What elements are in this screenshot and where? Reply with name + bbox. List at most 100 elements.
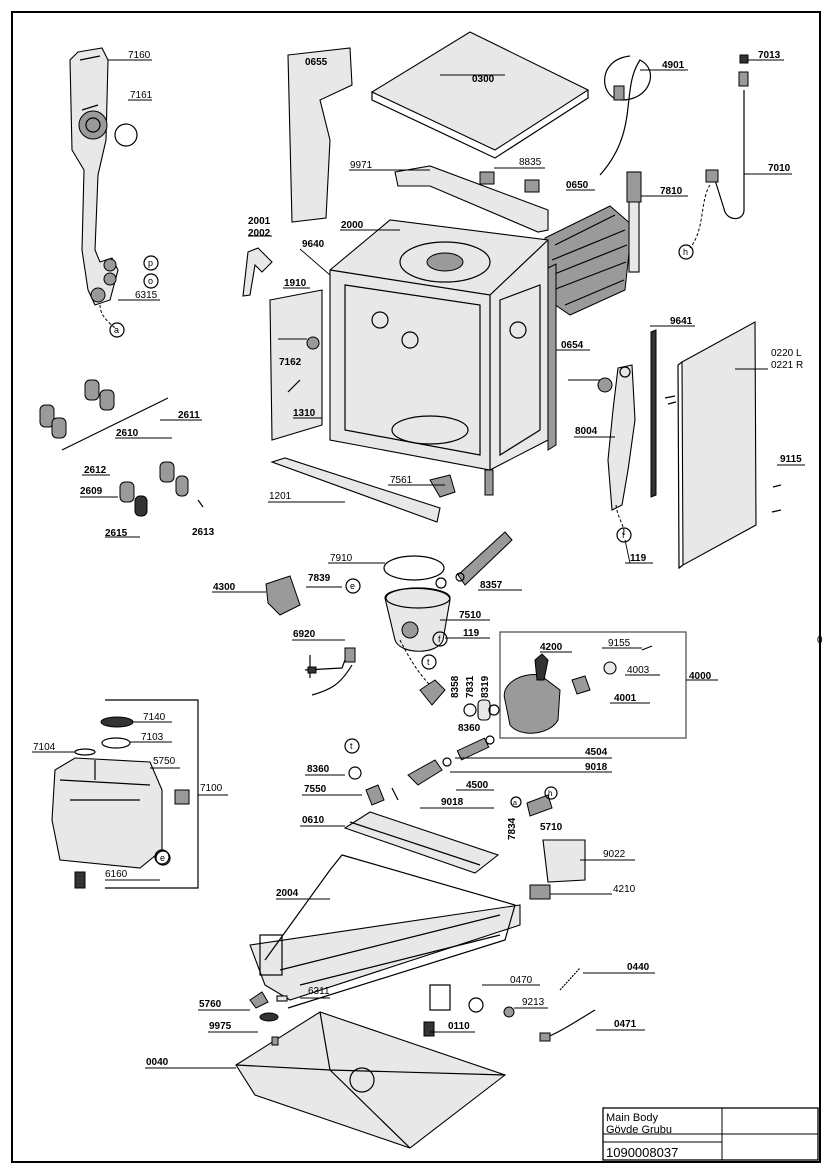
label-0471: 0471 — [614, 1019, 637, 1030]
label-7561: 7561 — [390, 475, 413, 486]
inlet-fittings-illustration — [348, 757, 452, 806]
label-8357: 8357 — [480, 580, 503, 591]
pipe-fittings-illustration — [456, 699, 500, 761]
leader-lines — [32, 59, 805, 1069]
connection-marks: p o a h e f f t t e a h — [99, 244, 694, 866]
mark-h: h — [683, 247, 688, 257]
label-0610: 0610 — [302, 815, 325, 826]
small-parts-illustration — [249, 991, 288, 1022]
label-2609: 2609 — [80, 486, 103, 497]
label-4300: 4300 — [213, 582, 236, 593]
label-7100: 7100 — [200, 783, 223, 794]
label-7810: 7810 — [660, 186, 683, 197]
label-2612: 2612 — [84, 465, 107, 476]
pump-group-box — [499, 631, 687, 739]
mark-t2-circle — [344, 738, 360, 754]
label-9641: 9641 — [670, 316, 693, 327]
front-rail-illustration — [270, 457, 494, 523]
label-0300: 0300 — [472, 74, 495, 85]
label-1910: 1910 — [284, 278, 307, 289]
label-7013: 7013 — [758, 50, 781, 61]
label-0470: 0470 — [510, 975, 533, 986]
base-frame-illustration — [249, 854, 521, 1011]
label-7160: 7160 — [128, 50, 151, 61]
circulation-pump-illustration — [503, 645, 653, 734]
base-tray-illustration — [235, 1011, 507, 1149]
seal-strip-illustration — [547, 263, 557, 451]
label-9018-b: 9018 — [441, 797, 464, 808]
label-9018-a: 9018 — [585, 762, 608, 773]
mark-e2-circle — [155, 850, 171, 866]
title-govde-grubu: Gövde Grubu — [606, 1124, 672, 1136]
label-8360-b: 8360 — [307, 764, 330, 775]
label-7831: 7831 — [465, 675, 476, 698]
stray-mark: 0 — [817, 635, 823, 646]
label-5710: 5710 — [540, 822, 563, 833]
mark-p: p — [148, 258, 153, 268]
mark-o-circle — [143, 273, 159, 289]
mark-p-circle — [143, 255, 159, 271]
label-7140: 7140 — [143, 712, 166, 723]
label-7834: 7834 — [507, 817, 518, 840]
label-4200: 4200 — [540, 642, 563, 653]
mark-f2-circle — [432, 631, 448, 647]
label-8319: 8319 — [480, 675, 491, 698]
label-7010: 7010 — [768, 163, 791, 174]
mark-a2-circle — [510, 796, 522, 808]
label-7550: 7550 — [304, 784, 327, 795]
control-panel-illustration — [343, 811, 500, 874]
top-cover-illustration — [370, 31, 590, 159]
sensor-illustration — [304, 647, 356, 696]
label-2000: 2000 — [341, 220, 364, 231]
label-8360-a: 8360 — [458, 723, 481, 734]
door-seal-illustration — [650, 329, 657, 498]
mark-e2: e — [160, 853, 165, 863]
label-7510: 7510 — [459, 610, 482, 621]
mark-a2: a — [513, 800, 517, 807]
mark-e: e — [350, 581, 355, 591]
drawing-code: 1090008037 — [606, 1145, 678, 1160]
label-2004: 2004 — [276, 888, 299, 899]
label-4901: 4901 — [662, 60, 685, 71]
label-6920: 6920 — [293, 629, 316, 640]
side-bracket-illustration — [242, 247, 273, 297]
label-0655: 0655 — [305, 57, 328, 68]
label-119-upper: 119 — [630, 553, 647, 564]
side-wall-panel-illustration — [677, 321, 757, 570]
label-9640: 9640 — [302, 239, 325, 250]
label-8004: 8004 — [575, 426, 598, 437]
label-9971: 9971 — [350, 160, 373, 171]
clamp-illustration — [455, 572, 465, 582]
label-8358: 8358 — [450, 675, 461, 698]
label-7910: 7910 — [330, 553, 353, 564]
bitumen-mat-illustration — [544, 205, 633, 316]
top-rail-illustration — [394, 165, 549, 233]
label-0440: 0440 — [627, 962, 650, 973]
label-119-lower: 119 — [463, 628, 480, 639]
label-7162-left: 7162 — [279, 357, 302, 368]
heat-exchanger-illustration — [51, 716, 190, 889]
mark-t: t — [427, 657, 430, 667]
label-5760: 5760 — [199, 999, 222, 1010]
label-9115: 9115 — [780, 454, 802, 465]
hose-illustration — [599, 55, 651, 176]
mark-t-circle — [421, 654, 437, 670]
label-7839: 7839 — [308, 573, 331, 584]
label-6315: 6315 — [135, 290, 158, 301]
label-4210: 4210 — [613, 884, 636, 895]
label-9155: 9155 — [608, 638, 631, 649]
mark-a-circle — [109, 322, 125, 338]
drain-hose-illustration — [457, 531, 513, 586]
label-7161: 7161 — [130, 90, 153, 101]
rail-illustration — [39, 379, 204, 517]
label-6160: 6160 — [105, 869, 128, 880]
heater-group-box — [105, 699, 199, 889]
title-main-body: Main Body — [606, 1112, 658, 1124]
insulation-panel-illustration — [287, 47, 353, 223]
label-4003: 4003 — [627, 665, 650, 676]
label-4000: 4000 — [689, 671, 712, 682]
label-6311: 6311 — [308, 986, 330, 997]
side-panel-illustration — [269, 289, 323, 441]
label-8835: 8835 — [519, 157, 542, 168]
